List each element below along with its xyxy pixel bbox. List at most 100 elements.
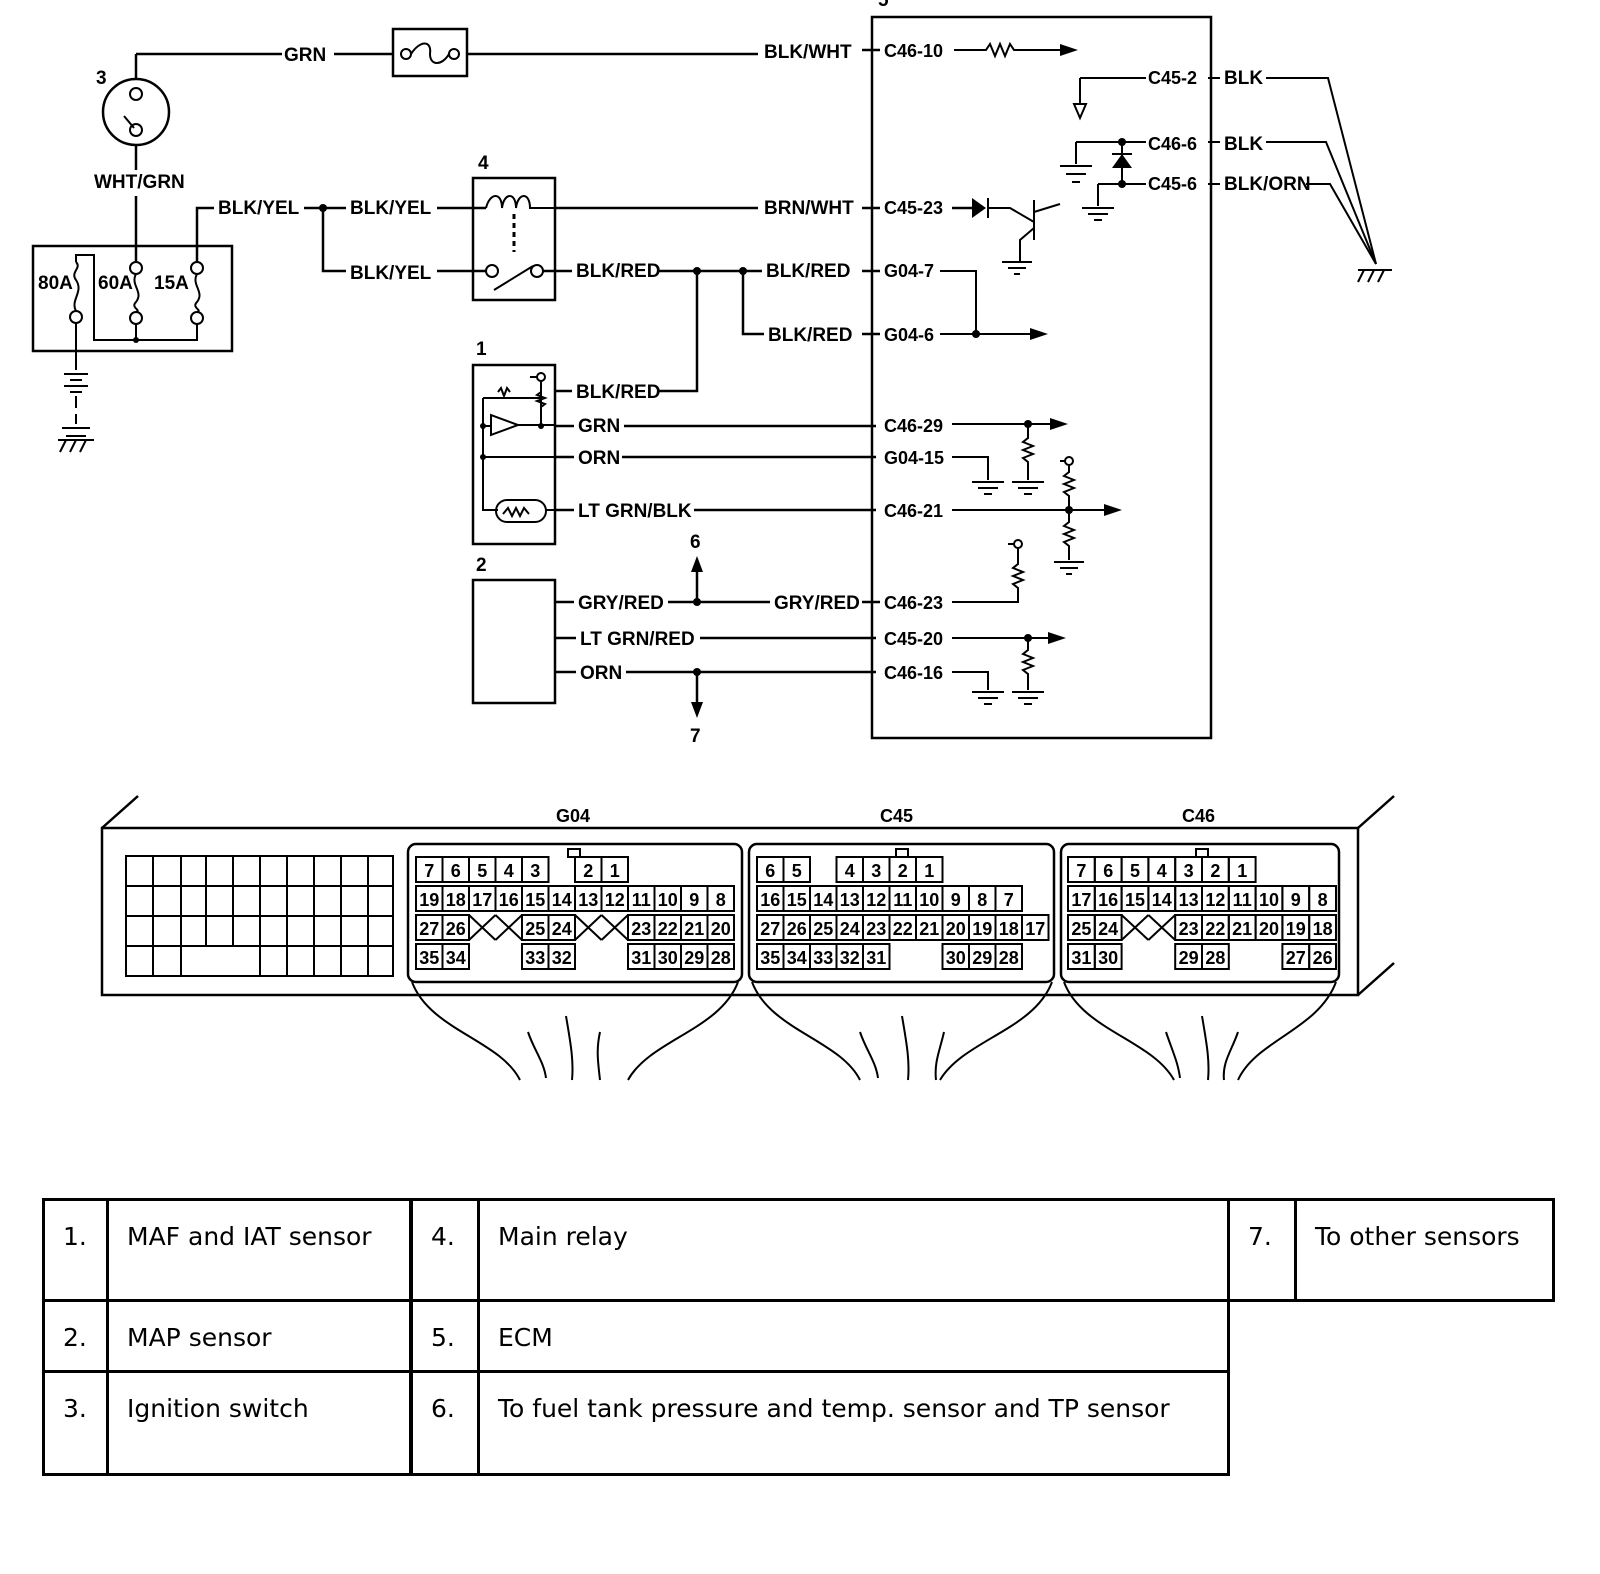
pin-number: 17 (1071, 890, 1091, 910)
pin-number: 15 (525, 890, 545, 910)
connector-g04-label: G04 (556, 806, 590, 826)
wire-label-orn-map: ORN (580, 663, 622, 684)
connector-c45-label: C45 (880, 806, 913, 826)
pin-number: 18 (1313, 919, 1333, 939)
wire-label-orn-maf: ORN (578, 448, 620, 469)
pin-number: 32 (840, 948, 860, 968)
pin-number: 16 (1098, 890, 1118, 910)
pin-number: 12 (1205, 890, 1225, 910)
component-number-3: 3 (96, 68, 107, 89)
pin-number: 26 (787, 919, 807, 939)
legend-text-7: To other sensors (1294, 1198, 1555, 1302)
pin-number: 2 (1210, 861, 1220, 881)
pin-c46-23: C46-23 (884, 593, 943, 613)
pin-number: 30 (658, 948, 678, 968)
maf-circuit-symbol (482, 372, 555, 523)
pin-number: 33 (813, 948, 833, 968)
relay-coil-symbol (485, 195, 555, 291)
pin-number: 21 (684, 919, 704, 939)
pin-cell (547, 914, 576, 941)
pin-cell (994, 885, 1023, 912)
wire-label-gry-red-1: GRY/RED (578, 593, 664, 614)
pin-number: 20 (946, 919, 966, 939)
pin-cell (1021, 914, 1050, 941)
pin-number: 18 (446, 890, 466, 910)
pin-number: 22 (1205, 919, 1225, 939)
pin-c46-6: C46-6 (1148, 134, 1197, 154)
pin-c45-20: C45-20 (884, 629, 943, 649)
pin-number: 8 (1318, 890, 1328, 910)
chassis-ground-right (1357, 269, 1392, 283)
pin-number: 20 (1259, 919, 1279, 939)
component-number-4: 4 (478, 153, 489, 174)
blank-cavity (1120, 914, 1150, 941)
pin-c45-6: C45-6 (1148, 174, 1197, 194)
pin-cell (1308, 885, 1337, 912)
pin-number: 1 (1237, 861, 1247, 881)
pin-cell (441, 943, 470, 970)
pin-cell (521, 856, 550, 883)
pin-number: 14 (1152, 890, 1172, 910)
pin-number: 15 (1125, 890, 1145, 910)
wire-label-lt-grn-red: LT GRN/RED (580, 629, 695, 650)
pin-number: 11 (632, 890, 651, 910)
pin-number: 23 (866, 919, 886, 939)
pin-number: 15 (787, 890, 807, 910)
legend-num-3: 3. (42, 1370, 109, 1476)
pin-number: 35 (419, 948, 439, 968)
pin-number: 19 (419, 890, 439, 910)
fuse-80a: 80A (38, 273, 73, 294)
ignition-switch-symbol (101, 54, 171, 147)
pin-cell (706, 914, 735, 941)
pin-number: 30 (1098, 948, 1118, 968)
pin-number: 11 (1233, 890, 1252, 910)
maf-iat-sensor-box (471, 363, 557, 546)
pin-cell (1201, 943, 1230, 970)
pin-number: 6 (451, 861, 461, 881)
pin-number: 14 (813, 890, 833, 910)
pin-number: 26 (446, 919, 466, 939)
wire-label-blk-yel-2: BLK/YEL (350, 198, 432, 219)
pin-cell (1308, 943, 1337, 970)
pin-number: 4 (504, 861, 514, 881)
pin-number: 25 (1071, 919, 1091, 939)
legend-text-5: ECM (477, 1299, 1230, 1373)
pin-c46-10: C46-10 (884, 41, 943, 61)
wire-label-blk-orn: BLK/ORN (1224, 174, 1311, 195)
pin-number: 27 (760, 919, 780, 939)
pin-number: 10 (1259, 890, 1279, 910)
legend-text-6: To fuel tank pressure and temp. sensor a… (477, 1370, 1230, 1476)
pin-g04-6: G04-6 (884, 325, 934, 345)
pin-number: 23 (1179, 919, 1199, 939)
pin-number: 25 (813, 919, 833, 939)
pin-number: 28 (999, 948, 1019, 968)
legend-text-4: Main relay (477, 1198, 1230, 1302)
wire-label-blk-red-1: BLK/RED (576, 261, 660, 282)
pin-number: 7 (1076, 861, 1086, 881)
pin-number: 7 (424, 861, 434, 881)
wire-label-blk-red-2: BLK/RED (766, 261, 850, 282)
pin-number: 34 (787, 948, 807, 968)
blank-cavity (1147, 914, 1176, 941)
component-number-6: 6 (690, 532, 701, 553)
pin-number: 6 (765, 861, 775, 881)
pin-number: 10 (919, 890, 939, 910)
pin-number: 2 (583, 861, 593, 881)
pin-number: 32 (552, 948, 572, 968)
pin-number: 8 (977, 890, 987, 910)
wire-label-blk-red-3: BLK/RED (768, 325, 852, 346)
connector-c46-label: C46 (1182, 806, 1215, 826)
pin-cell (706, 943, 735, 970)
fuse-symbol (391, 27, 469, 78)
pin-number: 3 (871, 861, 881, 881)
pin-number: 5 (1130, 861, 1140, 881)
legend-num-6: 6. (410, 1370, 480, 1476)
wire-label-gry-red-2: GRY/RED (774, 593, 860, 614)
wire-label-brn-wht: BRN/WHT (764, 198, 854, 219)
blank-cavity (494, 914, 523, 941)
pin-number: 21 (919, 919, 939, 939)
pin-number: 26 (1313, 948, 1333, 968)
pin-cell (441, 914, 470, 941)
pin-number: 24 (840, 919, 860, 939)
